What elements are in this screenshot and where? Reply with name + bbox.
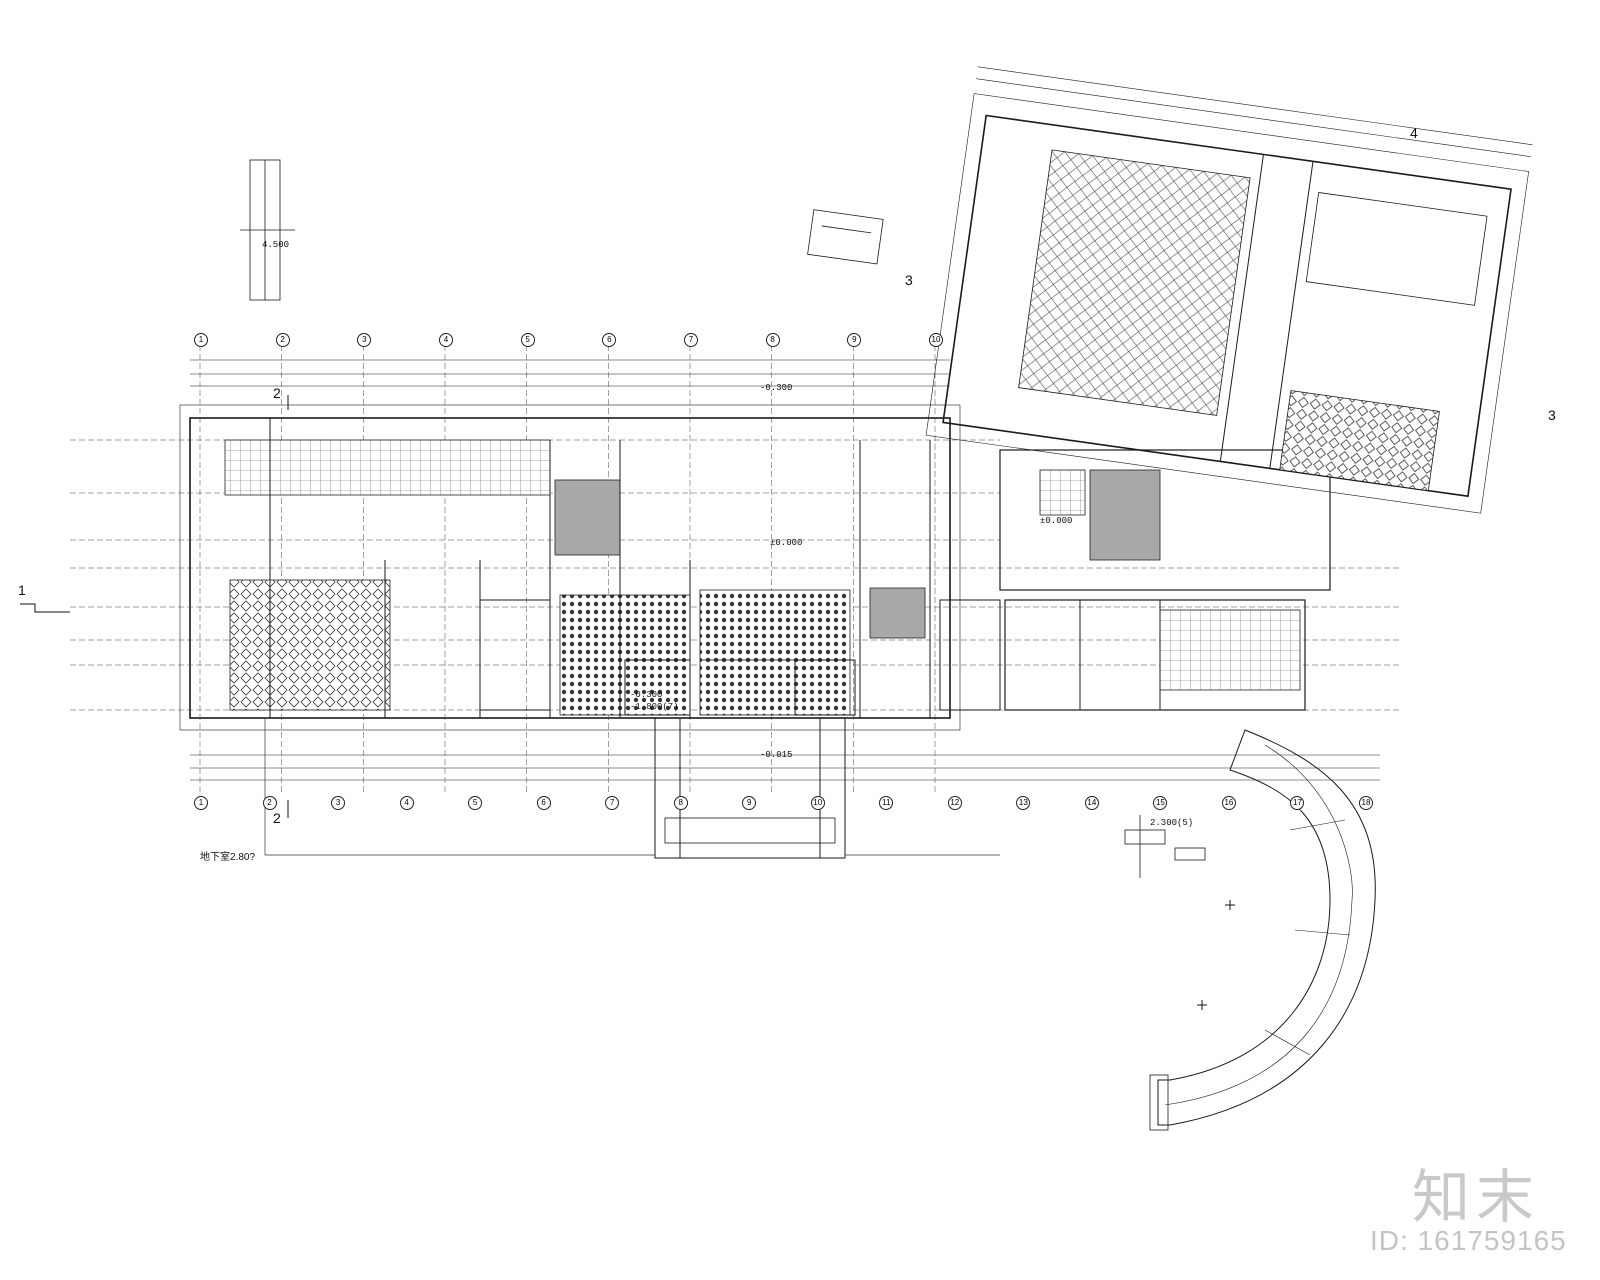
section-mark-3-right: 3 [1548, 407, 1556, 423]
grid-bubble-bottom: 17 [1290, 796, 1305, 810]
grid-bubble-bottom: 14 [1084, 796, 1099, 810]
grid-bubble-bottom: 11 [879, 796, 894, 810]
grid-bubble-top: 5 [520, 333, 535, 347]
grid-bubble-bottom: 10 [810, 796, 825, 810]
entrance-canopy [654, 717, 846, 859]
section-mark-2-top: 2 [273, 385, 281, 401]
rotated-wing [925, 66, 1533, 514]
hatched-rooms [224, 439, 1301, 716]
main-block [179, 359, 1380, 781]
grid-bubble-bottom: 12 [947, 796, 962, 810]
grid-bubble-bottom: 9 [742, 796, 757, 810]
grid-bubble-bottom: 3 [331, 796, 346, 810]
equipment-detail [1124, 815, 1206, 878]
grid-bubble-bottom: 4 [399, 796, 414, 810]
level-label: -1.800(7) [630, 702, 679, 712]
level-label: ±0.000 [1040, 516, 1073, 526]
grid-bubble-bottom: 16 [1221, 796, 1236, 810]
section-mark-3-left: 3 [905, 272, 913, 288]
grid-bubble-top: 7 [684, 333, 698, 347]
grid-bubble-bottom: 5 [468, 796, 483, 810]
level-label: 4.500 [262, 240, 290, 250]
level-label: -0.300 [630, 690, 663, 700]
grid-bubble-bottom: 15 [1153, 796, 1168, 810]
section-mark-2-bottom: 2 [273, 810, 281, 826]
grid-bubble-top: 8 [765, 333, 780, 347]
grid-bubble-top: 4 [439, 333, 453, 347]
level-label: ±0.000 [770, 538, 803, 548]
grid-bubble-bottom: 8 [673, 796, 688, 810]
grid-bubble-bottom: 2 [262, 796, 277, 810]
grid-bubble-bottom: 13 [1016, 796, 1031, 810]
watermark-id: ID: 161759165 [1370, 1225, 1567, 1256]
grid-bubble-top: 3 [357, 333, 372, 347]
level-label: 2.300(5) [1150, 818, 1194, 828]
section-line [20, 395, 289, 818]
grid-bubble-top: 2 [275, 333, 290, 347]
basement-note: 地下室2.80? [200, 852, 256, 863]
watermark-logo: 知末 [1412, 1163, 1541, 1231]
interior-walls [269, 418, 1331, 718]
section-mark-4: 4 [1410, 125, 1418, 141]
grid-bubble-top: 1 [194, 333, 208, 347]
level-label: -0.300 [760, 383, 793, 393]
grid-bubble-bottom: 7 [605, 796, 620, 810]
curved-ramp [1149, 729, 1376, 1131]
level-label: -0.015 [760, 750, 793, 760]
grid-bubble-top: 6 [602, 333, 617, 347]
grid-bubble-top: 9 [847, 333, 862, 347]
grid-axes [199, 345, 936, 795]
grid-bubble-bottom: 18 [1359, 796, 1373, 810]
section-mark-1: 1 [18, 582, 26, 598]
small-detail [807, 209, 884, 265]
grid-bubble-bottom: 6 [536, 796, 551, 810]
grid-bubble-bottom: 1 [194, 796, 208, 810]
basement-outline [264, 718, 1000, 856]
stair-detail [240, 159, 295, 301]
grid-bubble-top: 10 [929, 333, 943, 347]
cross-markers [1197, 900, 1235, 1010]
